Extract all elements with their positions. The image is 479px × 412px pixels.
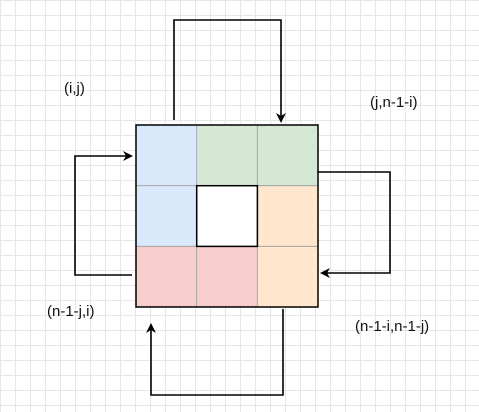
cell-2-0 (136, 246, 197, 307)
rotation-arrows (74, 19, 391, 396)
matrix-grid (136, 125, 318, 307)
label-bottom-left: (n-1-j,i) (47, 303, 95, 320)
arrow-right (318, 171, 391, 278)
cell-0-2 (257, 125, 318, 186)
cell-2-2 (257, 246, 318, 307)
matrix-border (135, 124, 319, 308)
cell-2-1 (196, 246, 258, 307)
center-cell-outline (195, 184, 259, 248)
cell-0-0 (136, 125, 197, 186)
cell-0-1 (196, 125, 258, 186)
cell-1-0 (136, 185, 197, 247)
cell-1-2 (257, 185, 318, 247)
arrow-top (173, 19, 286, 123)
label-top-left: (i,j) (64, 80, 85, 97)
label-top-right: (j,n-1-i) (370, 94, 418, 111)
label-bottom-right: (n-1-i,n-1-j) (355, 318, 430, 335)
arrow-left (74, 151, 133, 276)
cell-1-1 (196, 185, 258, 247)
arrow-bottom (146, 309, 284, 396)
